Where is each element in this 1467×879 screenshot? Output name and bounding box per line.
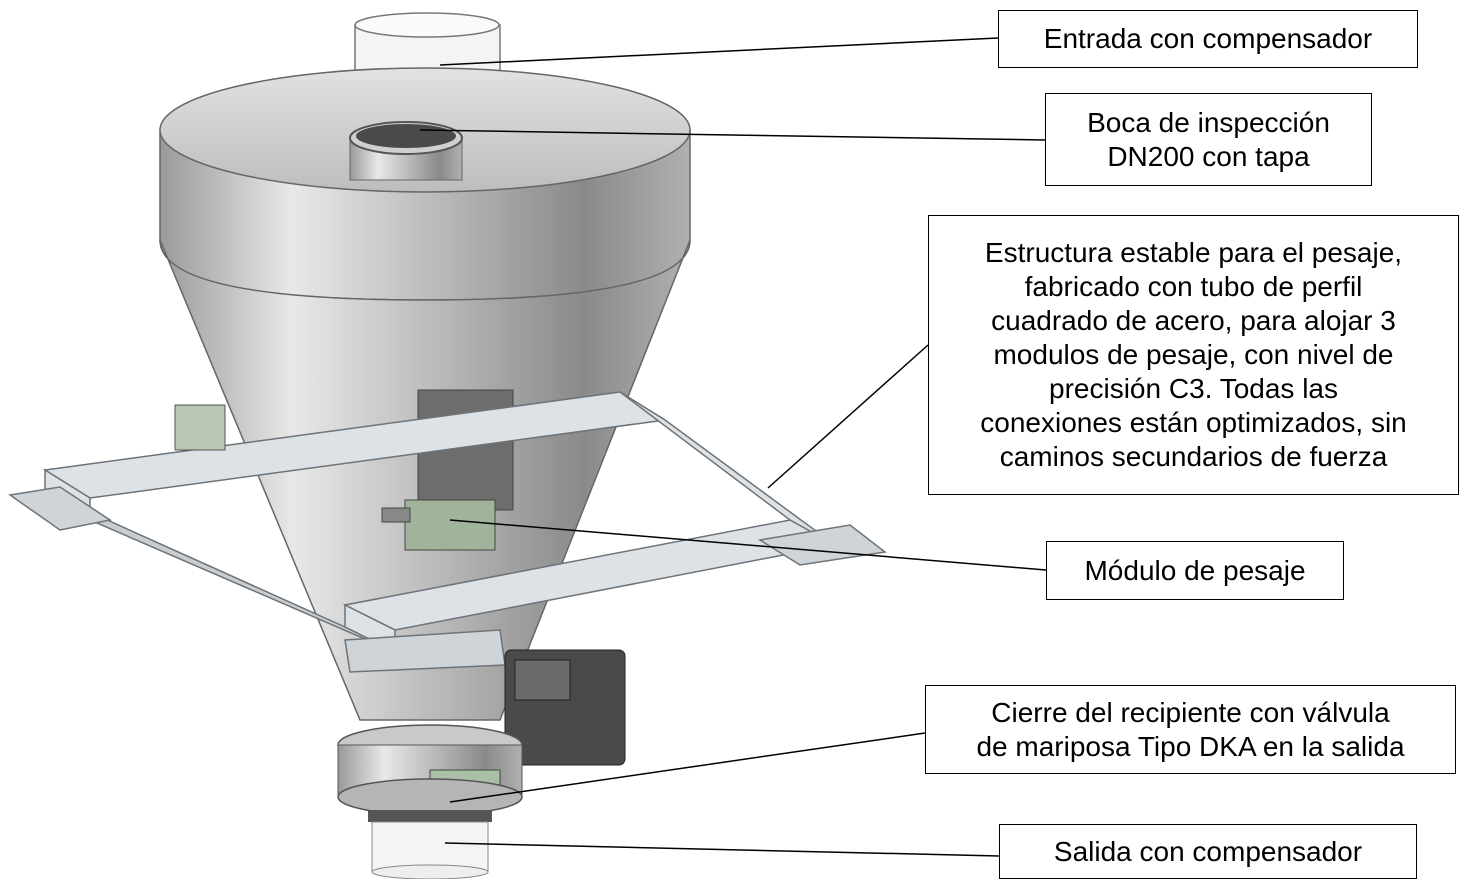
callout-inspection: Boca de inspección DN200 con tapa (1045, 93, 1372, 186)
outlet-compensator (368, 810, 492, 879)
callout-outlet-text: Salida con compensador (1053, 835, 1363, 867)
weighing-frame (8, 391, 887, 673)
callout-inspection-text: Boca de inspección DN200 con tapa (1087, 106, 1330, 172)
leader-line-inlet (439, 37, 999, 66)
leader-line-structure (767, 344, 929, 489)
callout-valve-text: Cierre del recipiente con válvula de mar… (976, 696, 1405, 762)
callout-inlet-text: Entrada con compensador (1043, 23, 1373, 54)
leader-line-outlet (444, 842, 1000, 857)
leader-lines (419, 37, 1047, 857)
weigh-module (174, 404, 496, 551)
leader-line-inspection (419, 129, 1046, 141)
callout-weigh-module: Módulo de pesaje (1046, 541, 1344, 600)
callout-outlet: Salida con compensador (999, 824, 1417, 879)
callout-structure-text: Estructura estable para el pesaje, fabri… (980, 237, 1407, 472)
leader-line-weigh-module (449, 519, 1047, 571)
hopper-cylinder (159, 67, 691, 301)
callout-weigh-module-text: Módulo de pesaje (1084, 554, 1306, 586)
callout-structure: Estructura estable para el pesaje, fabri… (928, 215, 1459, 495)
callout-valve: Cierre del recipiente con válvula de mar… (925, 685, 1456, 774)
callout-inlet: Entrada con compensador (998, 10, 1418, 68)
leader-line-valve (449, 732, 926, 803)
butterfly-valve (337, 649, 626, 816)
